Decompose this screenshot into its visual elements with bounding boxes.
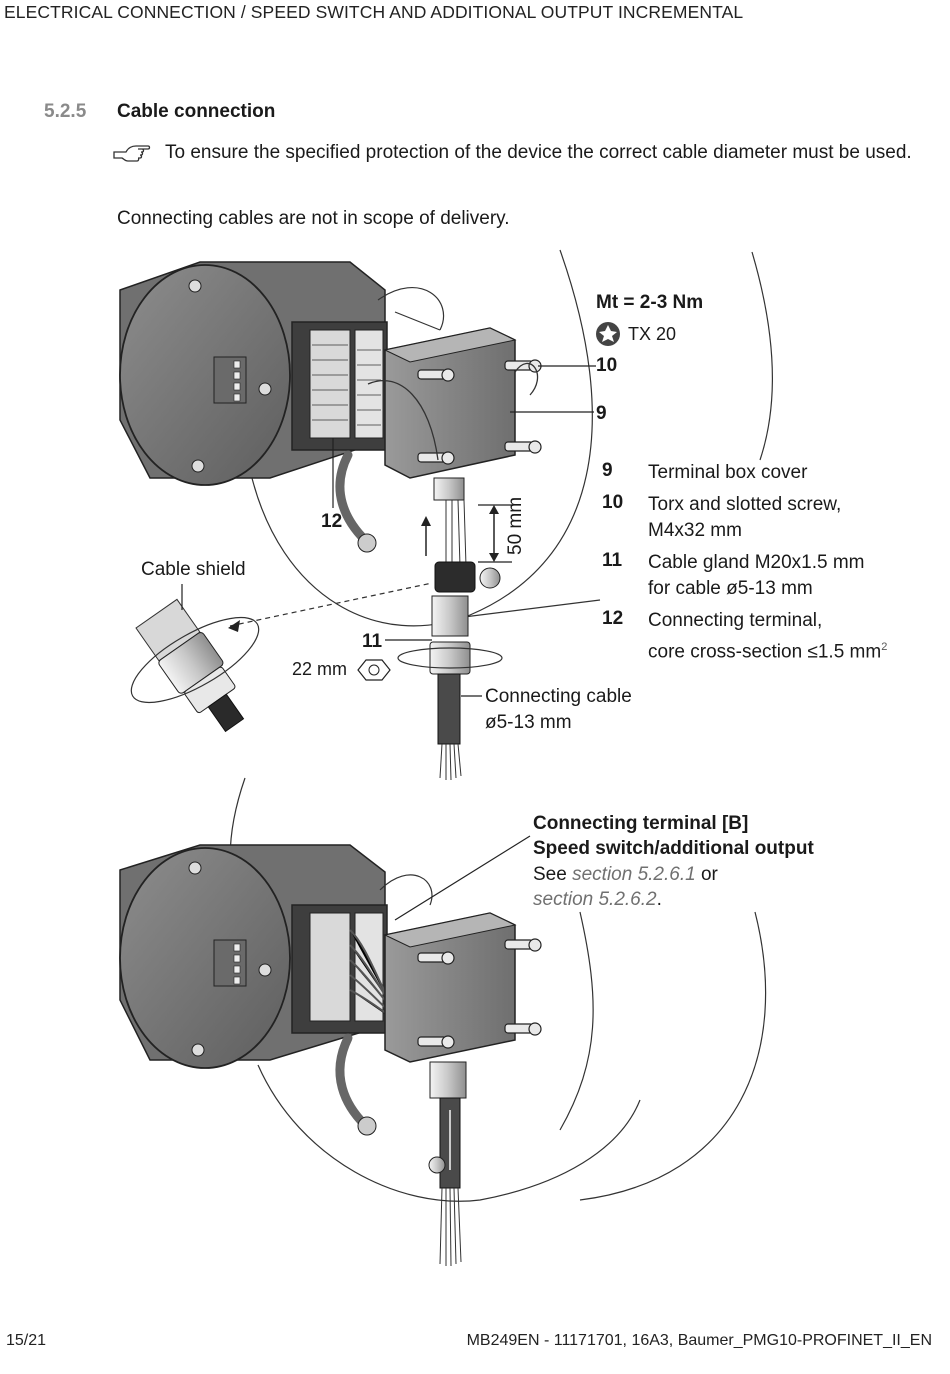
callout-10: 10 xyxy=(596,355,618,376)
enclosure-arc-left xyxy=(249,249,593,627)
pointing-hand-icon xyxy=(113,145,151,162)
link-section-5-2-6-1[interactable]: section 5.2.6.1 xyxy=(572,864,696,885)
torque-label: Mt = 2-3 Nm xyxy=(596,292,704,313)
legend-text-12-line1: Connecting terminal, xyxy=(648,610,823,631)
legend-text-9: Terminal box cover xyxy=(648,462,808,483)
enclosure-arc-right xyxy=(751,251,774,461)
terminal-box-cover xyxy=(384,327,516,479)
section-number: 5.2.5 xyxy=(44,101,87,122)
callout-12: 12 xyxy=(321,511,343,532)
dip-switch-panel xyxy=(213,356,247,404)
terminal-compartment xyxy=(291,321,388,451)
legend-text-12-line2-wrap: core cross-section ≤1.5 mm2 xyxy=(648,634,948,665)
hex-nut-icon xyxy=(357,659,391,681)
document-id: MB249EN - 11171701, 16A3, Baumer_PMG10-P… xyxy=(466,1332,932,1349)
legend-num-11: 11 xyxy=(602,550,623,571)
legend-text-10-line2: M4x32 mm xyxy=(648,520,742,541)
legend-text-11-line1: Cable gland M20x1.5 mm xyxy=(648,552,865,573)
legend-num-12: 12 xyxy=(602,608,624,629)
legend-text-12-line2: core cross-section ≤1.5 mm xyxy=(648,641,882,663)
link-section-5-2-6-2[interactable]: section 5.2.6.2 xyxy=(533,889,657,910)
callout-11: 11 xyxy=(362,631,383,652)
dimension-50mm: 50 mm xyxy=(505,496,526,555)
legend-num-10: 10 xyxy=(602,492,624,513)
running-header: ELECTRICAL CONNECTION / SPEED SWITCH AND… xyxy=(4,2,744,22)
torx-icon xyxy=(596,322,620,346)
callout-9: 9 xyxy=(596,403,607,424)
figure2-see-line: See section 5.2.6.1 or xyxy=(533,862,718,887)
legend-text-12-sup: 2 xyxy=(881,641,888,653)
see-text: See xyxy=(533,864,567,885)
terminal-block-right xyxy=(354,329,384,439)
connecting-cable-label-2: ø5-13 mm xyxy=(485,712,572,733)
scope-text: Connecting cables are not in scope of de… xyxy=(117,208,510,229)
figure2-title-line1: Connecting terminal [B] xyxy=(533,813,749,834)
or-text: or xyxy=(700,864,718,885)
period: . xyxy=(656,889,662,910)
section-title: Cable connection xyxy=(117,101,276,122)
note-text: To ensure the specified protection of th… xyxy=(165,142,912,163)
torx-label: TX 20 xyxy=(628,324,677,344)
cable-shield-label: Cable shield xyxy=(141,559,246,580)
legend-text-10-line1: Torx and slotted screw, xyxy=(648,494,842,515)
connecting-cable-label-1: Connecting cable xyxy=(485,686,632,707)
figure2-title-line2: Speed switch/additional output xyxy=(533,838,814,859)
encoder-front-face xyxy=(119,264,291,486)
legend-text-11-line2: for cable ø5-13 mm xyxy=(648,578,813,599)
terminal-block-left xyxy=(309,329,351,439)
legend-num-9: 9 xyxy=(602,460,613,481)
figure2-ref2-line: section 5.2.6.2. xyxy=(533,887,662,912)
dimension-22mm: 22 mm xyxy=(292,659,348,679)
encoder-housing xyxy=(119,261,386,479)
page-number: 15/21 xyxy=(6,1332,47,1349)
